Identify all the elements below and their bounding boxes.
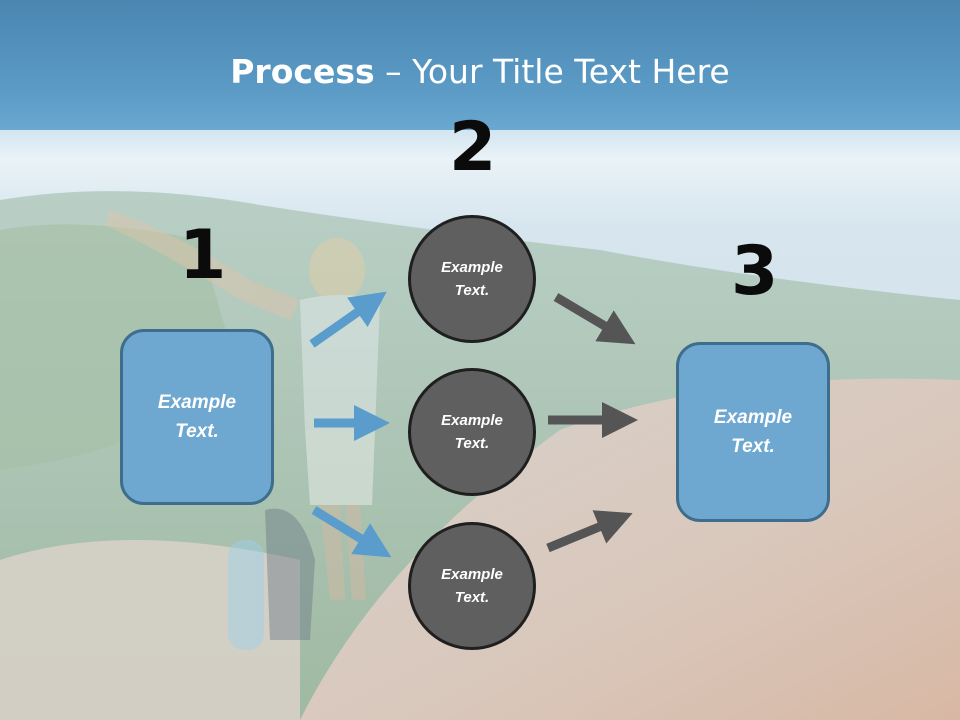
slide-title: Process – Your Title Text Here: [0, 52, 960, 91]
step-number-1: 1: [179, 216, 227, 295]
step-3-text: Example Text.: [713, 407, 793, 457]
arrow-top-to-3: [553, 293, 636, 345]
step-2-circle-top: Example Text.: [408, 215, 536, 343]
step-2-circle-bottom: Example Text.: [408, 522, 536, 650]
circle-top-text: Example Text.: [441, 259, 503, 299]
title-bold: Process: [230, 52, 375, 91]
step-number-2: 2: [449, 108, 497, 187]
circle-middle-text: Example Text.: [441, 412, 503, 452]
step-1-text: Example Text.: [157, 392, 237, 442]
circle-bottom-text: Example Text.: [441, 566, 503, 606]
step-2-circle-middle: Example Text.: [408, 368, 536, 496]
step-1-box: Example Text.: [120, 329, 274, 505]
arrow-1-to-top: [309, 291, 387, 348]
title-rest: – Your Title Text Here: [374, 52, 730, 91]
arrow-bottom-to-3: [546, 510, 633, 553]
arrow-1-to-bottom: [311, 506, 392, 558]
step-3-box: Example Text.: [676, 342, 830, 522]
title-band: [0, 0, 960, 130]
step-number-3: 3: [731, 232, 779, 311]
